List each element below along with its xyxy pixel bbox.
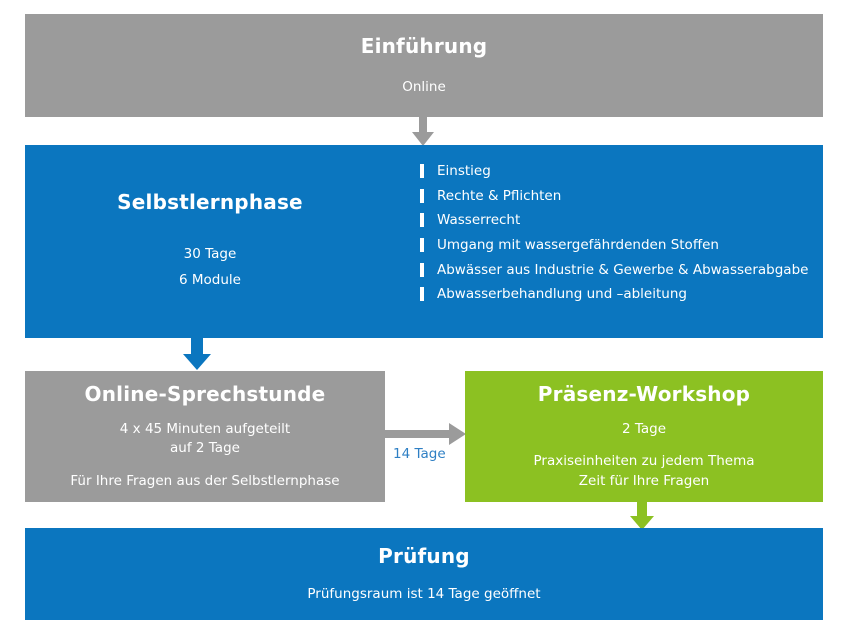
stage-box-pruefung: Prüfung Prüfungsraum ist 14 Tage geöffne… — [25, 528, 823, 620]
list-item: Einstieg — [420, 163, 810, 179]
selbstlernphase-duration: 30 Tage — [183, 245, 237, 262]
online-sprechstunde-detail-line2: auf 2 Tage — [170, 440, 240, 457]
praesenz-workshop-detail-line1: Praxiseinheiten zu jedem Thema — [533, 453, 755, 470]
stage-subtitle-einfuehrung: Online — [402, 78, 446, 95]
arrow-einfuehrung-to-selbstlernphase — [403, 117, 443, 147]
stage-title-einfuehrung: Einführung — [360, 33, 488, 58]
selbstlernphase-summary: Selbstlernphase 30 Tage 6 Module — [25, 145, 395, 338]
stage-box-praesenz-workshop: Präsenz-Workshop 2 Tage Praxiseinheiten … — [465, 371, 823, 502]
list-item: Rechte & Pflichten — [420, 188, 810, 204]
list-item: Wasserrecht — [420, 212, 810, 228]
arrow-selbstlernphase-to-online-sprechstunde — [177, 338, 217, 371]
stage-box-online-sprechstunde: Online-Sprechstunde 4 x 45 Minuten aufge… — [25, 371, 385, 502]
list-item: Abwasserbehandlung und –ableitung — [420, 286, 810, 302]
connector-label-14-tage: 14 Tage — [393, 446, 446, 462]
stage-box-selbstlernphase: Selbstlernphase 30 Tage 6 Module Einstie… — [25, 145, 823, 338]
arrow-praesenz-workshop-to-pruefung — [622, 502, 662, 531]
list-item: Abwässer aus Industrie & Gewerbe & Abwas… — [420, 262, 810, 278]
praesenz-workshop-duration: 2 Tage — [621, 420, 667, 437]
selbstlernphase-modules-count: 6 Module — [179, 271, 241, 288]
list-item: Umgang mit wassergefährdenden Stoffen — [420, 237, 810, 253]
online-sprechstunde-detail-line3: Für Ihre Fragen aus der Selbstlernphase — [70, 472, 340, 489]
module-list: Einstieg Rechte & Pflichten Wasserrecht … — [420, 163, 810, 311]
stage-subtitle-pruefung: Prüfungsraum ist 14 Tage geöffnet — [307, 585, 541, 602]
stage-title-selbstlernphase: Selbstlernphase — [117, 189, 303, 214]
stage-box-einfuehrung: Einführung Online — [25, 14, 823, 117]
online-sprechstunde-detail-line1: 4 x 45 Minuten aufgeteilt — [119, 420, 291, 437]
stage-title-praesenz-workshop: Präsenz-Workshop — [537, 381, 751, 406]
arrow-online-sprechstunde-to-praesenz-workshop — [385, 423, 467, 445]
praesenz-workshop-detail-line2: Zeit für Ihre Fragen — [578, 472, 710, 489]
stage-title-pruefung: Prüfung — [378, 543, 470, 568]
stage-title-online-sprechstunde: Online-Sprechstunde — [84, 381, 326, 406]
